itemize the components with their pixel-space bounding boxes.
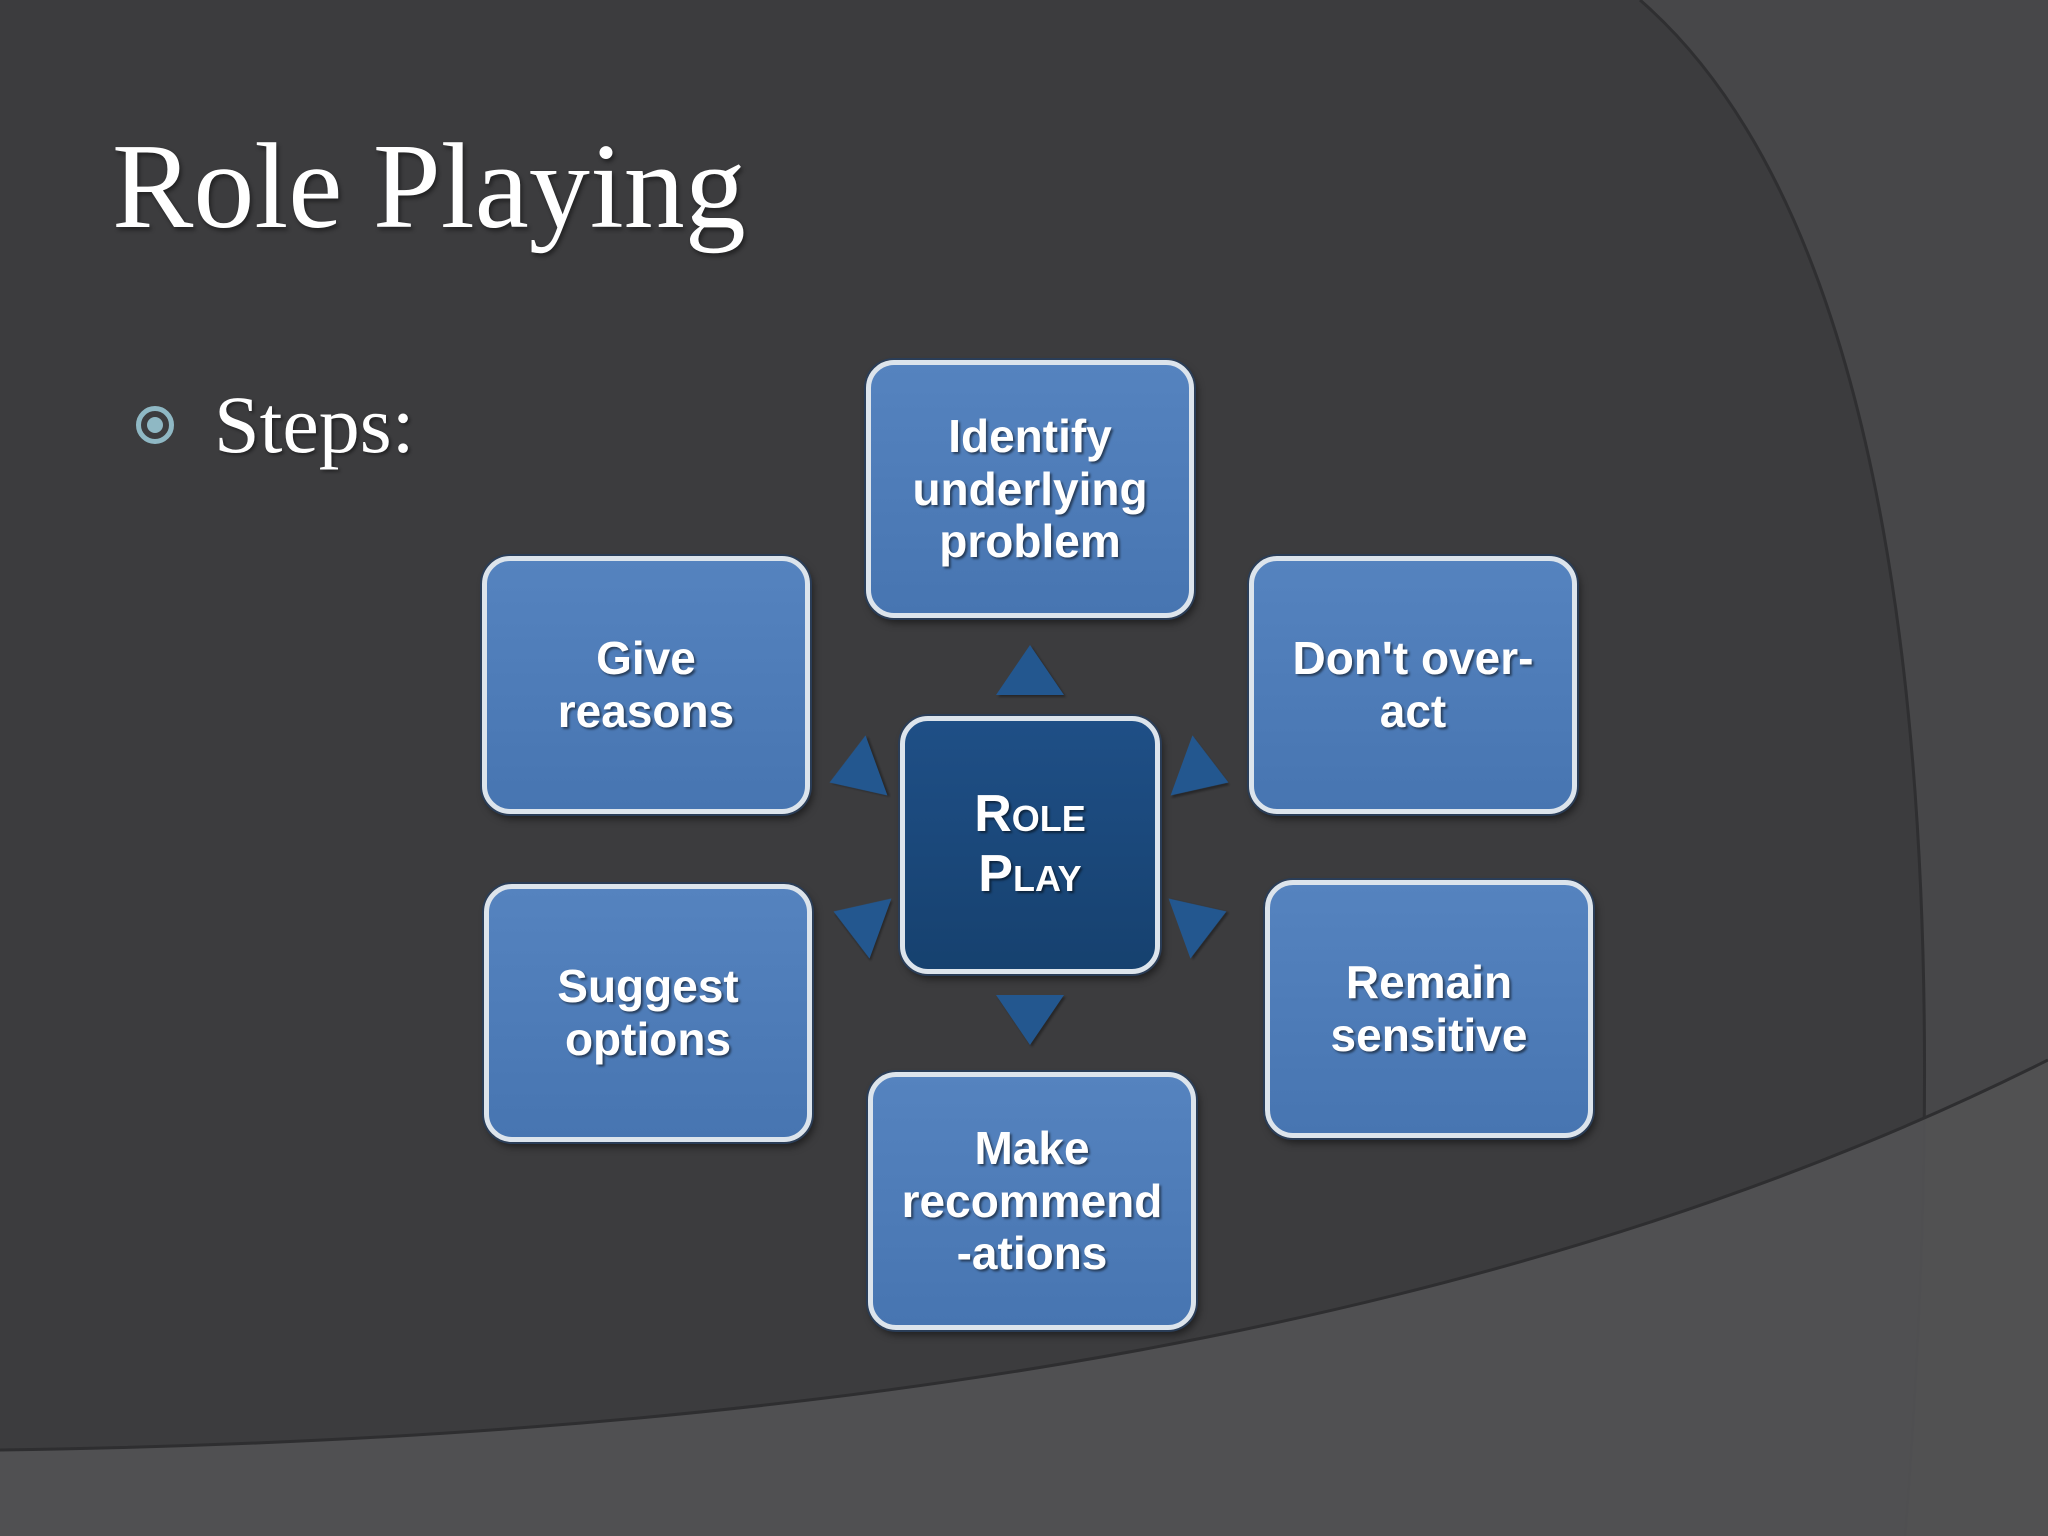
step-label: Identify underlying problem	[912, 409, 1148, 568]
arrow-down-icon	[996, 995, 1064, 1045]
step-remain-sensitive: Remain sensitive	[1265, 880, 1593, 1138]
step-give-reasons: Give reasons	[482, 556, 810, 814]
step-label: Make recommend -ations	[901, 1121, 1163, 1280]
step-label: Suggest options	[557, 960, 739, 1065]
bullet-item: Steps:	[136, 378, 414, 472]
step-label: Remain sensitive	[1330, 956, 1528, 1061]
step-suggest-options: Suggest options	[484, 884, 812, 1142]
step-label: Don't over- act	[1292, 632, 1534, 737]
arrow-up-icon	[996, 645, 1064, 695]
step-identify-problem: Identify underlying problem	[866, 360, 1194, 618]
step-label: Give reasons	[557, 632, 735, 737]
role-play-center: Role Play	[900, 716, 1160, 974]
slide-title: Role Playing	[112, 119, 746, 254]
center-label: Role Play	[974, 785, 1086, 903]
step-dont-overact: Don't over- act	[1249, 556, 1577, 814]
bullet-dot	[147, 417, 163, 433]
bullet-text: Steps:	[214, 379, 415, 470]
target-bullet-icon	[136, 406, 174, 444]
step-make-recommendations: Make recommend -ations	[868, 1072, 1196, 1330]
